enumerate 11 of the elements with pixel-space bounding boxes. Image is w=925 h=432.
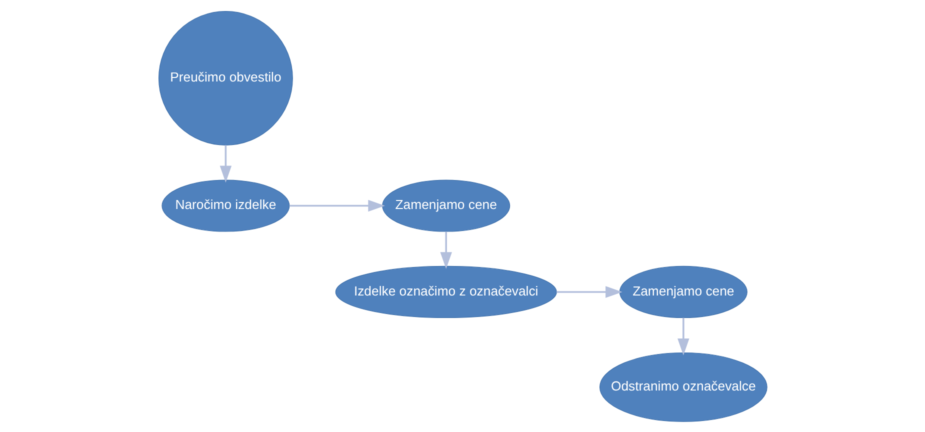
arrow (677, 317, 689, 355)
arrow (556, 286, 622, 298)
node-ellipse: Izdelke označimo z označevalci (334, 265, 556, 318)
arrow (219, 144, 232, 182)
node-circle: Preučimo obvestilo (158, 10, 292, 145)
node-ellipse: Zamenjamo cene (382, 179, 510, 232)
node-ellipse: Odstranimo označevalce (598, 352, 767, 422)
arrow (440, 231, 452, 268)
node-ellipse: Naročimo izdelke (161, 179, 290, 232)
node-ellipse: Zamenjamo cene (618, 265, 747, 318)
arrow (289, 199, 384, 212)
